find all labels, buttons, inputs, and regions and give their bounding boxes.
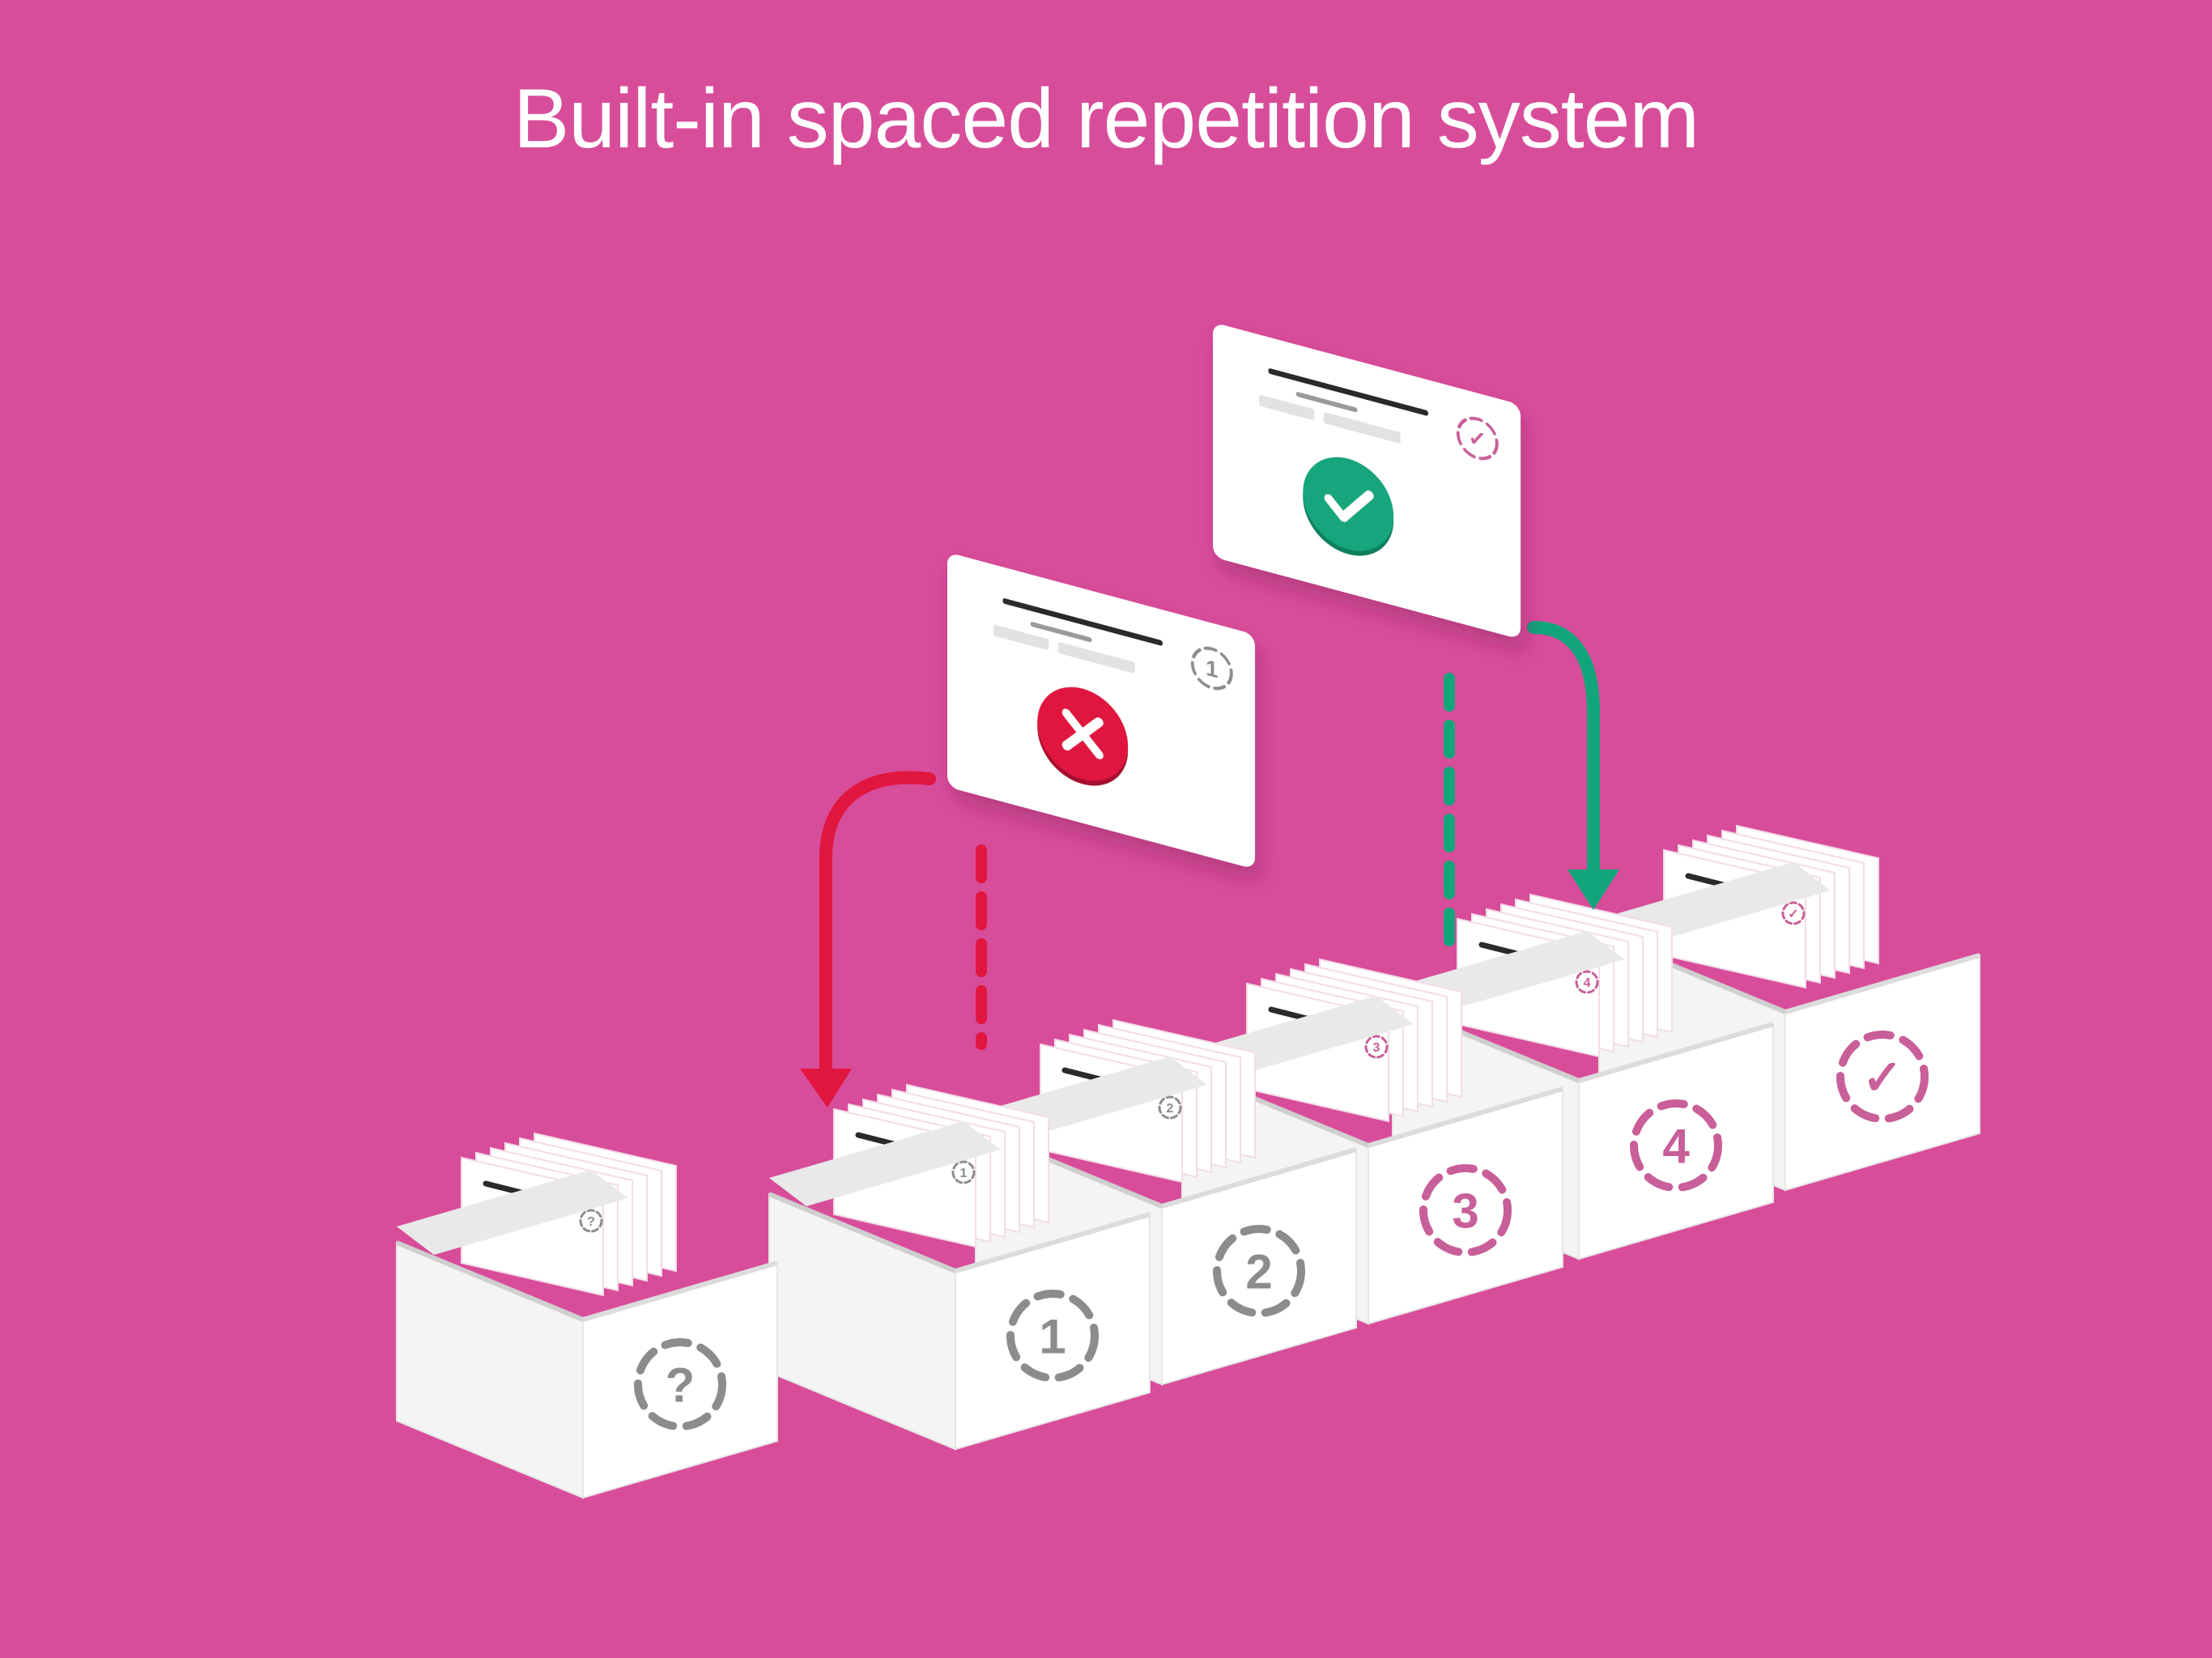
floating-card-wrong: 1: [947, 555, 1255, 867]
box-rim-edge: [1368, 1086, 1563, 1148]
badge-glyph: ?: [666, 1358, 696, 1413]
card-title-line: [1268, 368, 1429, 416]
dashed-ring-icon: [951, 1160, 976, 1184]
dashed-ring-icon: [1213, 1225, 1305, 1317]
box-level-badge: ?: [634, 1338, 726, 1431]
dashed-ring-icon: [1575, 970, 1599, 994]
badge-glyph: ✓: [1468, 424, 1487, 455]
badge-glyph: 4: [1662, 1120, 1690, 1174]
card-option-line: [1259, 394, 1315, 420]
card-subtitle-line: [1030, 622, 1092, 643]
dashed-ring-icon: [1456, 416, 1499, 461]
box-rim-edge: [582, 1261, 778, 1322]
box-new: ??: [395, 1132, 778, 1499]
dashed-ring-icon: [1190, 646, 1233, 691]
badge-glyph: 2: [1245, 1245, 1272, 1299]
box-rim-edge: [1161, 1147, 1357, 1209]
wrong-arrowhead: [800, 1069, 852, 1107]
box-level-1: 11: [768, 1083, 1151, 1451]
badge-glyph: 1: [960, 1167, 968, 1180]
card-badge: 3: [1364, 1035, 1389, 1059]
card-badge: 4: [1575, 970, 1599, 994]
wrong-arrow: [819, 771, 936, 1079]
card-title-line: [1002, 598, 1163, 646]
card-badge: 2: [1158, 1095, 1182, 1120]
box-rim: [397, 1170, 628, 1255]
card-option-line: [1057, 642, 1135, 674]
badge-glyph: ✓: [1862, 1051, 1903, 1105]
dashed-ring-icon: [1836, 1031, 1929, 1123]
badge-glyph: 3: [1373, 1041, 1380, 1055]
page-title: Built-in spaced repetition system: [513, 72, 1699, 166]
dashed-ring-icon: [579, 1209, 603, 1233]
badge-glyph: 3: [1452, 1184, 1478, 1239]
box-level-badge: 4: [1630, 1099, 1722, 1192]
box-rim-edge: [768, 1192, 957, 1273]
card-option-line: [993, 624, 1049, 650]
x-mark: [1061, 717, 1104, 750]
card-option-line: [1323, 412, 1401, 444]
card-level-badge: 1: [1190, 646, 1233, 691]
badge-glyph: 1: [1039, 1310, 1066, 1364]
x-circle-icon: [1037, 687, 1129, 786]
badge-glyph: 4: [1584, 976, 1591, 990]
card-level-badge: ✓: [1456, 416, 1499, 461]
card-badge: ✓: [1781, 901, 1806, 925]
box-level-badge: 1: [1006, 1290, 1099, 1382]
box-level-badge: ✓: [1836, 1031, 1929, 1123]
card-badge: ?: [579, 1209, 603, 1233]
result-circle: [1303, 457, 1394, 551]
dashed-ring-icon: [1630, 1099, 1722, 1192]
badge-glyph: 1: [1206, 655, 1219, 684]
floating-card-correct: ✓: [1213, 325, 1521, 637]
box-rim-edge: [1784, 953, 1980, 1014]
dashed-ring-icon: [1158, 1095, 1182, 1120]
correct-arrow: [1527, 621, 1600, 879]
dashed-ring-icon: [1006, 1290, 1099, 1382]
box-rim: [769, 1121, 1001, 1206]
dashed-ring-icon: [1364, 1035, 1389, 1059]
box-level-badge: 3: [1419, 1164, 1512, 1256]
correct-arrowhead: [1568, 869, 1619, 910]
dashed-ring-icon: [634, 1338, 726, 1431]
check-mark: [1324, 490, 1374, 522]
dashed-ring-icon: [1419, 1164, 1512, 1256]
badge-glyph: ?: [587, 1215, 595, 1229]
card-badge: 1: [951, 1160, 976, 1184]
check-circle-icon: [1303, 457, 1394, 556]
box-rim-edge: [955, 1212, 1151, 1273]
badge-glyph: ✓: [1788, 908, 1798, 921]
card-subtitle-line: [1295, 392, 1358, 413]
badge-glyph: 2: [1167, 1102, 1174, 1116]
box-rim-edge: [395, 1240, 585, 1322]
box-level-badge: 2: [1213, 1225, 1305, 1317]
box-rim-edge: [1578, 1022, 1774, 1083]
dashed-ring-icon: [1781, 901, 1806, 925]
